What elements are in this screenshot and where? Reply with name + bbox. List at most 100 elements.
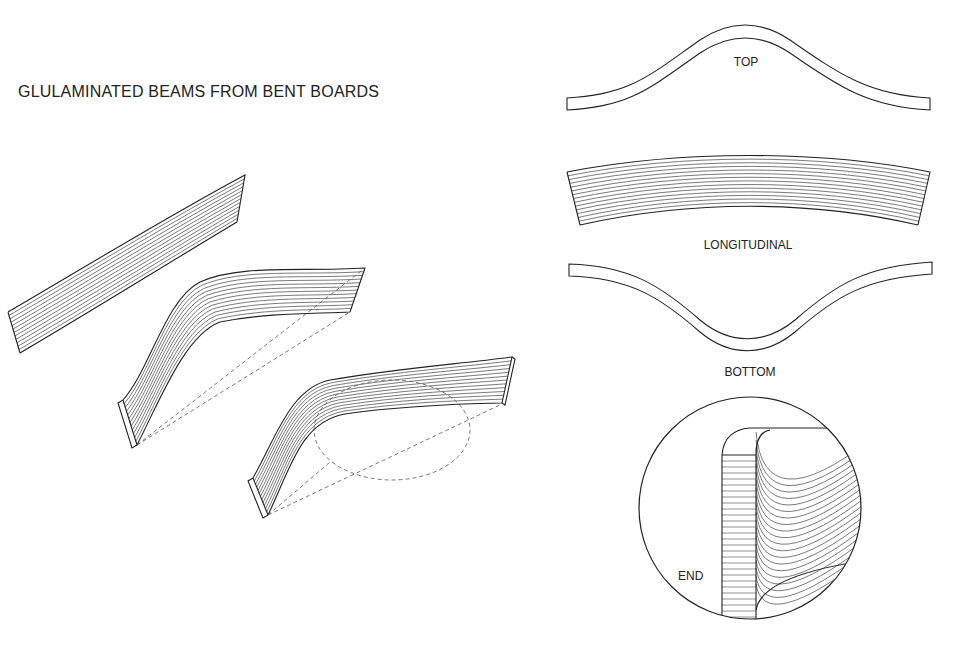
- lamination-line: [722, 479, 756, 480]
- view-label: TOP: [734, 56, 758, 69]
- guide-ellipse: [314, 380, 470, 480]
- lamination-line: [578, 199, 920, 217]
- board-drawings: [8, 25, 932, 518]
- lamination-line: [576, 192, 921, 210]
- lamination-line: [13, 195, 242, 330]
- laminated-board: [253, 357, 512, 515]
- board-outline: [756, 430, 870, 610]
- lamination-line: [756, 464, 870, 505]
- lamination-line: [722, 521, 756, 522]
- lamination-line: [722, 593, 756, 594]
- board-outline: [123, 268, 365, 445]
- lamination-line: [722, 545, 756, 546]
- lamination-line: [722, 611, 756, 612]
- lamination-line: [722, 551, 756, 552]
- lamination-line: [756, 432, 870, 479]
- detail-circle: END: [638, 396, 862, 620]
- lamination-line: [722, 503, 756, 504]
- lamination-line: [756, 500, 870, 544]
- lamination-line: [12, 191, 242, 326]
- board-edge: [248, 478, 268, 518]
- lamination-line: [11, 187, 243, 323]
- lamination-line: [722, 599, 756, 600]
- lamination-line: [262, 384, 506, 500]
- lamination-line: [266, 395, 504, 509]
- lamination-line: [16, 206, 240, 339]
- lamination-line: [756, 476, 870, 518]
- lamination-line: [722, 497, 756, 498]
- lamination-line: [722, 491, 756, 492]
- lamination-line: [722, 563, 756, 564]
- lamination-line: [756, 494, 870, 538]
- lamination-line: [263, 388, 505, 503]
- lamination-line: [756, 506, 870, 551]
- lamination-line: [722, 485, 756, 486]
- title: GLULAMINATED BEAMS FROM BENT BOARDS: [18, 83, 379, 101]
- top-view: [567, 25, 930, 110]
- lamination-line: [756, 470, 870, 512]
- lamination-line: [132, 297, 355, 430]
- guide-line: [268, 405, 500, 515]
- lamination-line: [756, 536, 870, 584]
- laminated-board: [567, 156, 930, 226]
- lamination-line: [14, 199, 241, 333]
- lamination-line: [267, 399, 503, 512]
- lamination-line: [756, 518, 870, 564]
- lamination-line: [756, 524, 870, 571]
- lamination-line: [130, 290, 358, 423]
- lamination-line: [722, 515, 756, 516]
- laminated-board: [123, 268, 365, 445]
- board-edge: [502, 357, 515, 405]
- lamination-line: [722, 605, 756, 606]
- lamination-line: [264, 392, 504, 506]
- lamination-line: [258, 372, 509, 490]
- lamination-line: [574, 181, 925, 199]
- lamination-line: [129, 286, 359, 418]
- lamination-line: [722, 539, 756, 540]
- lamination-line: [568, 159, 929, 176]
- lamination-line: [756, 548, 870, 597]
- bottom-view: [569, 262, 932, 351]
- lamination-line: [575, 188, 922, 206]
- circle-border: [639, 397, 861, 619]
- dashed-guides: [137, 268, 500, 515]
- lamination-line: [722, 569, 756, 570]
- view-label: BOTTOM: [724, 366, 775, 379]
- lamination-line: [722, 557, 756, 558]
- lamination-line: [577, 195, 920, 213]
- lamination-line: [15, 202, 240, 335]
- lamination-line: [574, 185, 923, 203]
- lamination-line: [722, 575, 756, 576]
- lamination-line: [125, 275, 362, 407]
- board-edge: [118, 400, 137, 448]
- lamination-line: [722, 581, 756, 582]
- lamination-line: [9, 179, 244, 315]
- lamination-line: [722, 527, 756, 528]
- guide-line: [137, 312, 350, 445]
- lamination-line: [722, 533, 756, 534]
- detail-label: END: [678, 570, 703, 583]
- laminated-board: [8, 175, 245, 353]
- end-detail: [722, 428, 870, 625]
- board-outline: [567, 156, 930, 226]
- lamination-line: [722, 587, 756, 588]
- lamination-line: [756, 456, 870, 499]
- guide-line: [268, 462, 330, 515]
- lamination-line: [756, 440, 870, 486]
- lamination-line: [756, 530, 870, 577]
- guide-line: [137, 268, 365, 445]
- lamination-line: [136, 308, 351, 441]
- lamination-line: [756, 554, 870, 604]
- lamination-line: [573, 177, 925, 194]
- lamination-line: [722, 473, 756, 474]
- circle-outline: [638, 396, 862, 620]
- lamination-line: [756, 448, 870, 492]
- view-label: LONGITUDINAL: [704, 239, 793, 252]
- lamination-line: [756, 482, 870, 525]
- lamination-line: [722, 467, 756, 468]
- board-outline: [253, 357, 512, 515]
- lamination-line: [17, 210, 239, 343]
- lamination-line: [722, 509, 756, 510]
- lamination-line: [579, 203, 919, 222]
